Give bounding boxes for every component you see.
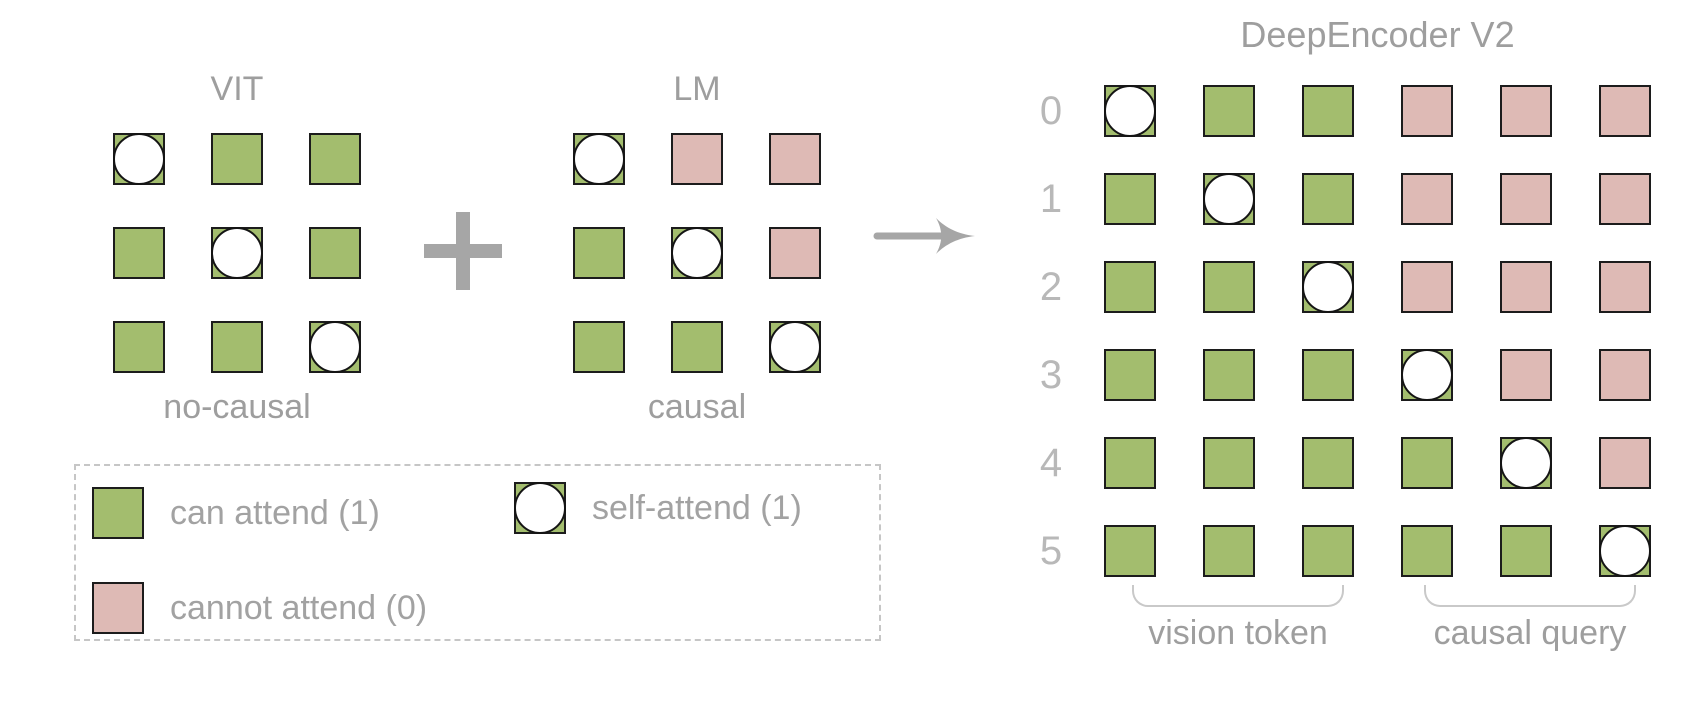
- cannot-attend-cell: [769, 227, 821, 279]
- self-attend-circle-icon: [1500, 437, 1552, 489]
- self-attend-circle-icon: [309, 321, 361, 373]
- deepencoder-attention-grid: [1104, 85, 1651, 577]
- legend-box: can attend (1) cannot attend (0) self-at…: [74, 464, 881, 641]
- self-attend-cell: [1104, 85, 1156, 137]
- cannot-attend-cell: [1401, 261, 1453, 313]
- can-attend-cell: [671, 321, 723, 373]
- self-attend-circle-icon: [769, 321, 821, 373]
- plus-icon: [424, 212, 502, 290]
- cannot-attend-cell: [1500, 173, 1552, 225]
- row-label-1: 1: [1039, 177, 1063, 221]
- self-attend-swatch: [514, 482, 566, 534]
- can-attend-cell: [1302, 85, 1354, 137]
- can-attend-cell: [1203, 525, 1255, 577]
- can-attend-cell: [1203, 349, 1255, 401]
- can-attend-cell: [1104, 349, 1156, 401]
- vit-attention-grid: [113, 133, 361, 373]
- self-attend-cell: [309, 321, 361, 373]
- causal-query-label: causal query: [1433, 614, 1627, 652]
- can-attend-cell: [1302, 437, 1354, 489]
- can-attend-swatch: [92, 487, 144, 539]
- cannot-attend-cell: [1500, 85, 1552, 137]
- can-attend-cell: [1203, 85, 1255, 137]
- vit-title: VIT: [210, 70, 264, 108]
- row-label-0: 0: [1039, 89, 1063, 133]
- lm-caption: causal: [647, 388, 747, 426]
- self-attend-cell: [1302, 261, 1354, 313]
- cannot-attend-cell: [1500, 261, 1552, 313]
- can-attend-cell: [211, 321, 263, 373]
- self-attend-circle-icon: [1104, 85, 1156, 137]
- self-attend-cell: [769, 321, 821, 373]
- cannot-attend-cell: [1599, 437, 1651, 489]
- row-label-4: 4: [1039, 441, 1063, 485]
- can-attend-cell: [113, 321, 165, 373]
- can-attend-cell: [1203, 437, 1255, 489]
- self-attend-cell: [671, 227, 723, 279]
- self-attend-label: self-attend (1): [592, 488, 802, 527]
- self-attend-circle-icon: [1302, 261, 1354, 313]
- legend-item-cannot-attend: cannot attend (0): [92, 582, 427, 634]
- cannot-attend-cell: [1599, 85, 1651, 137]
- self-attend-circle-icon: [573, 133, 625, 185]
- can-attend-cell: [573, 321, 625, 373]
- legend-item-self-attend: self-attend (1): [514, 482, 802, 534]
- deepencoder-title: DeepEncoder V2: [1240, 14, 1515, 55]
- lm-title: LM: [673, 70, 721, 108]
- self-attend-cell: [1599, 525, 1651, 577]
- can-attend-cell: [1302, 349, 1354, 401]
- vit-caption: no-causal: [163, 388, 311, 426]
- can-attend-cell: [1302, 525, 1354, 577]
- row-label-3: 3: [1039, 353, 1063, 397]
- legend-item-can-attend: can attend (1): [92, 487, 380, 539]
- vision-token-label: vision token: [1148, 614, 1328, 652]
- plus-vertical-bar: [456, 212, 470, 290]
- can-attend-cell: [1203, 261, 1255, 313]
- self-attend-cell: [211, 227, 263, 279]
- cannot-attend-label: cannot attend (0): [170, 588, 428, 627]
- cannot-attend-cell: [1599, 173, 1651, 225]
- self-attend-circle-icon: [1401, 349, 1453, 401]
- self-attend-cell: [1401, 349, 1453, 401]
- can-attend-cell: [1104, 437, 1156, 489]
- cannot-attend-cell: [1500, 349, 1552, 401]
- row-labels: 0 1 2 3 4 5: [1025, 85, 1077, 577]
- cannot-attend-swatch: [92, 582, 144, 634]
- self-attend-circle-icon: [671, 227, 723, 279]
- self-attend-circle-icon: [1599, 525, 1651, 577]
- row-label-5: 5: [1039, 529, 1063, 573]
- self-attend-cell: [573, 133, 625, 185]
- cannot-attend-cell: [1599, 349, 1651, 401]
- can-attend-cell: [1401, 525, 1453, 577]
- can-attend-label: can attend (1): [170, 493, 380, 532]
- can-attend-cell: [211, 133, 263, 185]
- self-attend-circle-icon: [211, 227, 263, 279]
- can-attend-cell: [1104, 261, 1156, 313]
- cannot-attend-cell: [769, 133, 821, 185]
- causal-query-brace: [1424, 585, 1636, 607]
- right-arrow-icon: [872, 216, 978, 256]
- cannot-attend-cell: [671, 133, 723, 185]
- can-attend-cell: [113, 227, 165, 279]
- can-attend-cell: [1500, 525, 1552, 577]
- can-attend-cell: [1302, 173, 1354, 225]
- lm-attention-grid: [573, 133, 821, 373]
- self-attend-circle-icon: [113, 133, 165, 185]
- self-attend-circle-icon: [1203, 173, 1255, 225]
- can-attend-cell: [1104, 525, 1156, 577]
- self-attend-cell: [1500, 437, 1552, 489]
- can-attend-cell: [309, 227, 361, 279]
- cannot-attend-cell: [1401, 85, 1453, 137]
- vision-token-brace: [1132, 585, 1344, 607]
- row-label-2: 2: [1039, 265, 1063, 309]
- can-attend-cell: [1104, 173, 1156, 225]
- can-attend-cell: [1401, 437, 1453, 489]
- self-attend-cell: [113, 133, 165, 185]
- cannot-attend-cell: [1401, 173, 1453, 225]
- can-attend-cell: [573, 227, 625, 279]
- self-attend-circle-icon: [514, 482, 566, 534]
- self-attend-cell: [1203, 173, 1255, 225]
- cannot-attend-cell: [1599, 261, 1651, 313]
- can-attend-cell: [309, 133, 361, 185]
